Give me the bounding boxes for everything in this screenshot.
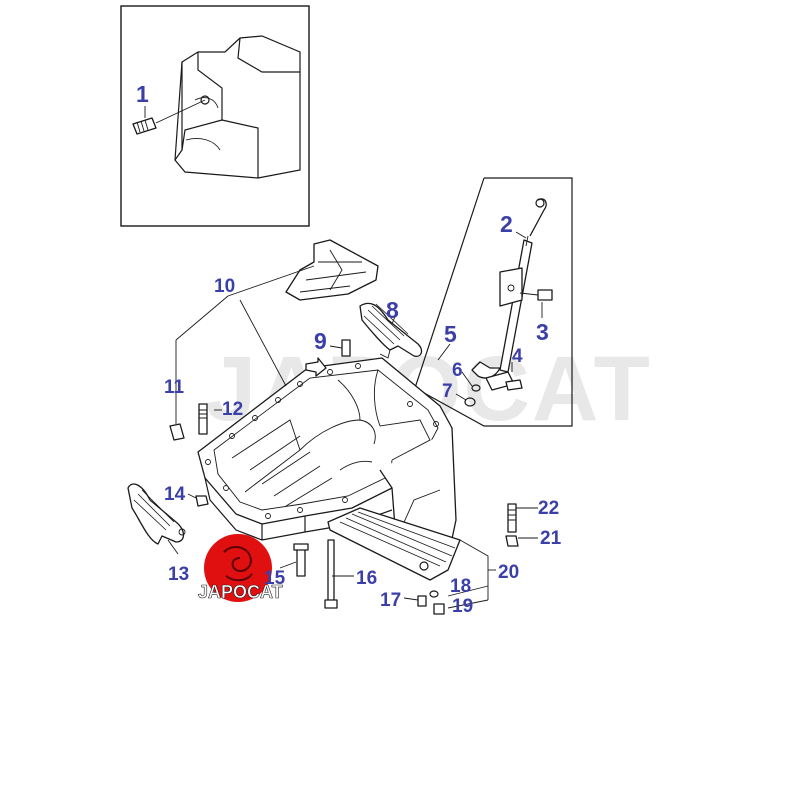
callout-22: 22	[538, 498, 559, 519]
detail-inset	[120, 5, 310, 227]
callout-4: 4	[512, 346, 523, 367]
small-fasteners	[169, 339, 519, 615]
bearing-cap-13	[127, 483, 186, 545]
bearing-cap-8	[359, 302, 423, 359]
dipstick-group-box	[414, 177, 573, 461]
callout-21: 21	[540, 528, 562, 549]
callout-14: 14	[164, 484, 186, 505]
upper-baffle	[285, 239, 379, 301]
callout-1: 1	[136, 81, 149, 107]
callout-20: 20	[498, 562, 519, 583]
callout-labels: 1 2 3 4 5 6 7 8 9 10 11 12 13 14 15 16 1…	[136, 81, 562, 617]
callout-7: 7	[442, 381, 453, 402]
callout-16: 16	[356, 568, 377, 589]
leader-lines	[167, 231, 543, 609]
callout-11: 11	[164, 377, 185, 398]
callout-17: 17	[380, 590, 401, 611]
callout-15: 15	[264, 568, 286, 589]
callout-6: 6	[452, 360, 463, 381]
callout-2: 2	[500, 211, 513, 237]
japocat-logo: JAPOCAT	[198, 534, 283, 602]
logo-disc	[204, 534, 272, 602]
callout-18: 18	[450, 576, 471, 597]
callout-13: 13	[168, 564, 189, 585]
callout-8: 8	[386, 297, 399, 323]
callout-5: 5	[444, 321, 457, 347]
oil-pan	[197, 357, 461, 581]
callout-9: 9	[314, 328, 327, 354]
callout-12: 12	[222, 399, 243, 420]
callout-3: 3	[536, 319, 549, 345]
callout-10: 10	[214, 276, 235, 297]
logo-text: JAPOCAT	[198, 582, 283, 602]
callout-19: 19	[452, 596, 473, 617]
